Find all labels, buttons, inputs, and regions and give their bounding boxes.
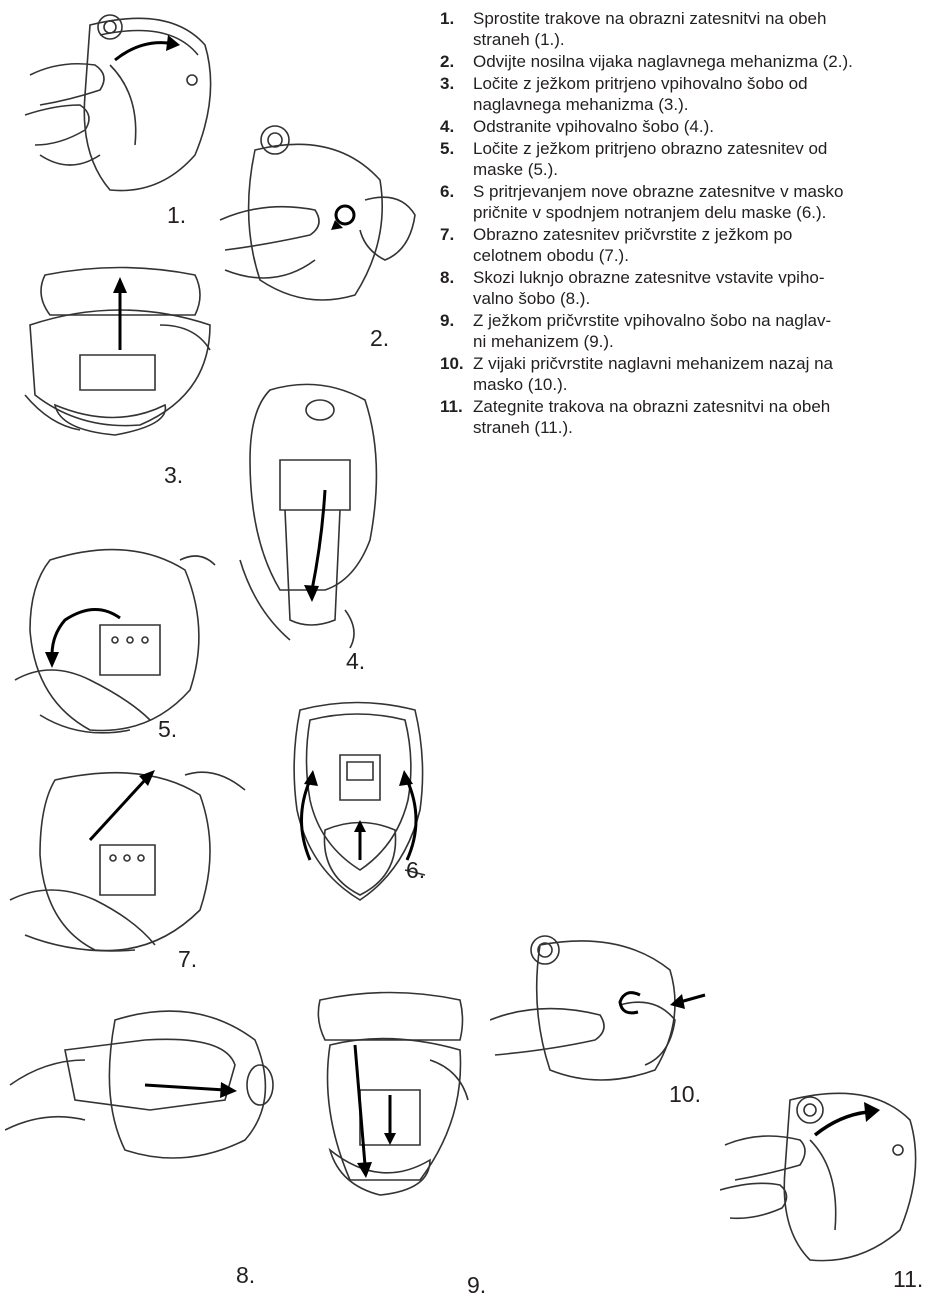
- figure-label-6: 6.: [406, 857, 425, 884]
- step-text-line: ni mehanizem (9.).: [473, 331, 934, 352]
- step-5: 5. Ločite z ježkom pritrjeno obrazno zat…: [440, 138, 934, 180]
- step-number: 6.: [440, 181, 454, 202]
- figure-label-2: 2.: [370, 325, 389, 352]
- step-3-illustration: [20, 255, 220, 445]
- step-number: 7.: [440, 224, 454, 245]
- step-3: 3. Ločite z ježkom pritrjeno vpihovalno …: [440, 73, 934, 115]
- step-text-line: Ločite z ježkom pritrjeno obrazno zatesn…: [473, 138, 934, 159]
- figure-label-10: 10.: [669, 1081, 701, 1108]
- instruction-steps: 1. Sprostite trakove na obrazni zatesnit…: [440, 8, 934, 439]
- step-11: 11. Zategnite trakova na obrazni zatesni…: [440, 396, 934, 438]
- step-number: 4.: [440, 116, 454, 137]
- step-10-illustration: [490, 930, 715, 1090]
- step-text-line: Sprostite trakove na obrazni zatesnitvi …: [473, 8, 934, 29]
- step-number: 1.: [440, 8, 454, 29]
- step-2: 2. Odvijte nosilna vijaka naglavnega meh…: [440, 51, 934, 72]
- step-text-line: straneh (11.).: [473, 417, 934, 438]
- step-number: 9.: [440, 310, 454, 331]
- step-4-illustration: [230, 380, 385, 650]
- step-text-line: Skozi luknjo obrazne zatesnitve vstavite…: [473, 267, 934, 288]
- figure-label-8: 8.: [236, 1262, 255, 1289]
- step-5-illustration: [10, 540, 220, 740]
- step-text-line: Ločite z ježkom pritrjeno vpihovalno šob…: [473, 73, 934, 94]
- step-8-illustration: [5, 990, 285, 1170]
- step-number: 8.: [440, 267, 454, 288]
- step-number: 5.: [440, 138, 454, 159]
- step-number: 10.: [440, 353, 464, 374]
- step-text-line: celotnem obodu (7.).: [473, 245, 934, 266]
- step-text-line: naglavnega mehanizma (3.).: [473, 94, 934, 115]
- step-2-illustration: [215, 120, 425, 315]
- step-text-line: Zategnite trakova na obrazni zatesnitvi …: [473, 396, 934, 417]
- step-text-line: straneh (1.).: [473, 29, 934, 50]
- step-text-line: Odvijte nosilna vijaka naglavnega mehani…: [473, 51, 934, 72]
- step-text-line: maske (5.).: [473, 159, 934, 180]
- figure-label-3: 3.: [164, 462, 183, 489]
- step-number: 2.: [440, 51, 454, 72]
- step-text-line: Z ježkom pričvrstite vpihovalno šobo na …: [473, 310, 934, 331]
- step-11-illustration: [720, 1080, 930, 1265]
- step-1-illustration: [20, 5, 225, 205]
- figure-label-4: 4.: [346, 648, 365, 675]
- step-7-illustration: [5, 760, 250, 960]
- step-text-line: S pritrjevanjem nove obrazne zatesnitve …: [473, 181, 934, 202]
- step-text-line: Odstranite vpihovalno šobo (4.).: [473, 116, 934, 137]
- step-number: 3.: [440, 73, 454, 94]
- step-10: 10. Z vijaki pričvrstite naglavni mehani…: [440, 353, 934, 395]
- figure-label-5: 5.: [158, 716, 177, 743]
- step-9: 9. Z ježkom pričvrstite vpihovalno šobo …: [440, 310, 934, 352]
- step-text-line: valno šobo (8.).: [473, 288, 934, 309]
- step-8: 8. Skozi luknjo obrazne zatesnitve vstav…: [440, 267, 934, 309]
- step-text-line: Z vijaki pričvrstite naglavni mehanizem …: [473, 353, 934, 374]
- step-4: 4. Odstranite vpihovalno šobo (4.).: [440, 116, 934, 137]
- figure-label-7: 7.: [178, 946, 197, 973]
- step-text-line: masko (10.).: [473, 374, 934, 395]
- figure-label-9: 9.: [467, 1272, 486, 1299]
- step-1: 1. Sprostite trakove na obrazni zatesnit…: [440, 8, 934, 50]
- step-6: 6. S pritrjevanjem nove obrazne zatesnit…: [440, 181, 934, 223]
- figure-label-11: 11.: [893, 1266, 923, 1293]
- step-7: 7. Obrazno zatesnitev pričvrstite z ježk…: [440, 224, 934, 266]
- step-number: 11.: [440, 396, 463, 417]
- figure-label-1: 1.: [167, 202, 186, 229]
- step-text-line: Obrazno zatesnitev pričvrstite z ježkom …: [473, 224, 934, 245]
- step-9-illustration: [310, 990, 470, 1200]
- step-text-line: pričnite v spodnjem notranjem delu maske…: [473, 202, 934, 223]
